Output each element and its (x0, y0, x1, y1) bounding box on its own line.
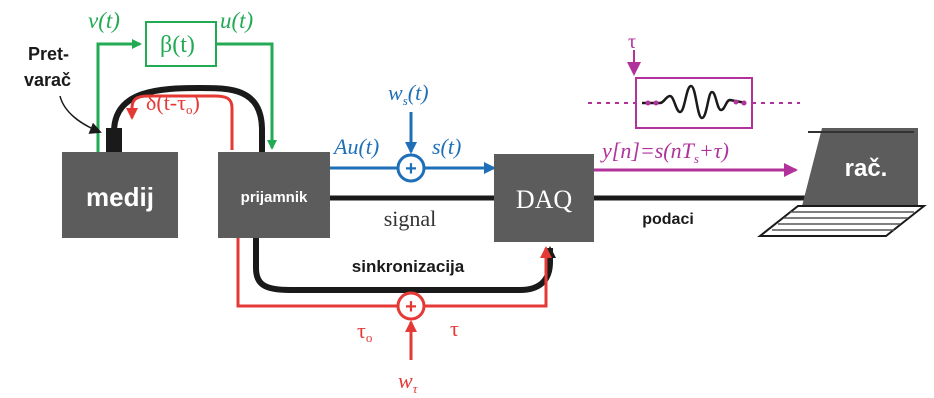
block-medij: medij (62, 152, 178, 238)
tau-o-line (236, 238, 398, 308)
medij-box (62, 152, 178, 238)
magenta-output-path: y[n]=s(nTs+τ) τ (588, 31, 800, 177)
laptop-screen (802, 128, 918, 206)
label-au-t: Au(t) (332, 134, 379, 159)
u-line (216, 42, 277, 150)
label-tau-top: τ (628, 31, 636, 53)
prijamnik-label: prijamnik (241, 189, 308, 206)
laptop-keys (772, 211, 914, 231)
sample-dot (741, 100, 747, 106)
label-v-t: v(t) (88, 8, 120, 33)
blue-signal-path: + ws(t) Au(t) s(t) (330, 80, 496, 183)
red-timing-path: + δ(t-τo) τo τ wτ (126, 90, 552, 396)
plus-blue: + (405, 158, 417, 180)
waveform-curve (642, 84, 747, 120)
sum-junction-red (396, 291, 426, 321)
label-w-tau: wτ (398, 368, 419, 396)
laptop-keyboard (757, 205, 927, 237)
label-podaci: podaci (642, 211, 694, 228)
label-ws-t: ws(t) (388, 80, 429, 108)
pretvarac-pointer (59, 95, 102, 134)
delta-line (126, 94, 234, 150)
v-line (96, 39, 142, 152)
sample-dot (733, 99, 739, 105)
label-u-t: u(t) (220, 8, 253, 33)
label-beta-t: β(t) (160, 32, 195, 58)
daq-label: DAQ (516, 185, 573, 214)
green-feedback-path: v(t) β(t) u(t) (88, 8, 277, 152)
sync-line (253, 238, 556, 293)
rac-label: rač. (845, 155, 888, 182)
plus-red: + (405, 296, 417, 318)
sum-junction-blue (396, 153, 426, 183)
pretvarac-label-2: varač (24, 70, 71, 90)
sample-dot (645, 100, 651, 106)
block-daq: DAQ (494, 154, 594, 242)
waveform-icon: τ (588, 31, 800, 129)
sample-dot (653, 100, 659, 106)
medij-label: medij (86, 182, 154, 212)
daq-box (494, 154, 594, 242)
label-s-t: s(t) (432, 134, 461, 159)
black-cable (106, 84, 556, 293)
pretvarac-label-1: Pret- (28, 44, 69, 64)
label-tau-o: τo (357, 318, 372, 345)
label-delta: δ(t-τo) (146, 90, 200, 117)
label-yn: y[n]=s(nTs+τ) (600, 138, 729, 166)
label-tau: τ (450, 316, 459, 341)
label-sinkronizacija: sinkronizacija (352, 257, 465, 276)
cable-transducer (111, 84, 265, 155)
transducer (106, 128, 122, 154)
label-signal: signal (384, 206, 437, 231)
block-prijamnik: prijamnik (218, 152, 330, 238)
laptop-icon: rač. (757, 128, 927, 237)
prijamnik-box (218, 152, 330, 238)
tau-line (424, 246, 552, 308)
